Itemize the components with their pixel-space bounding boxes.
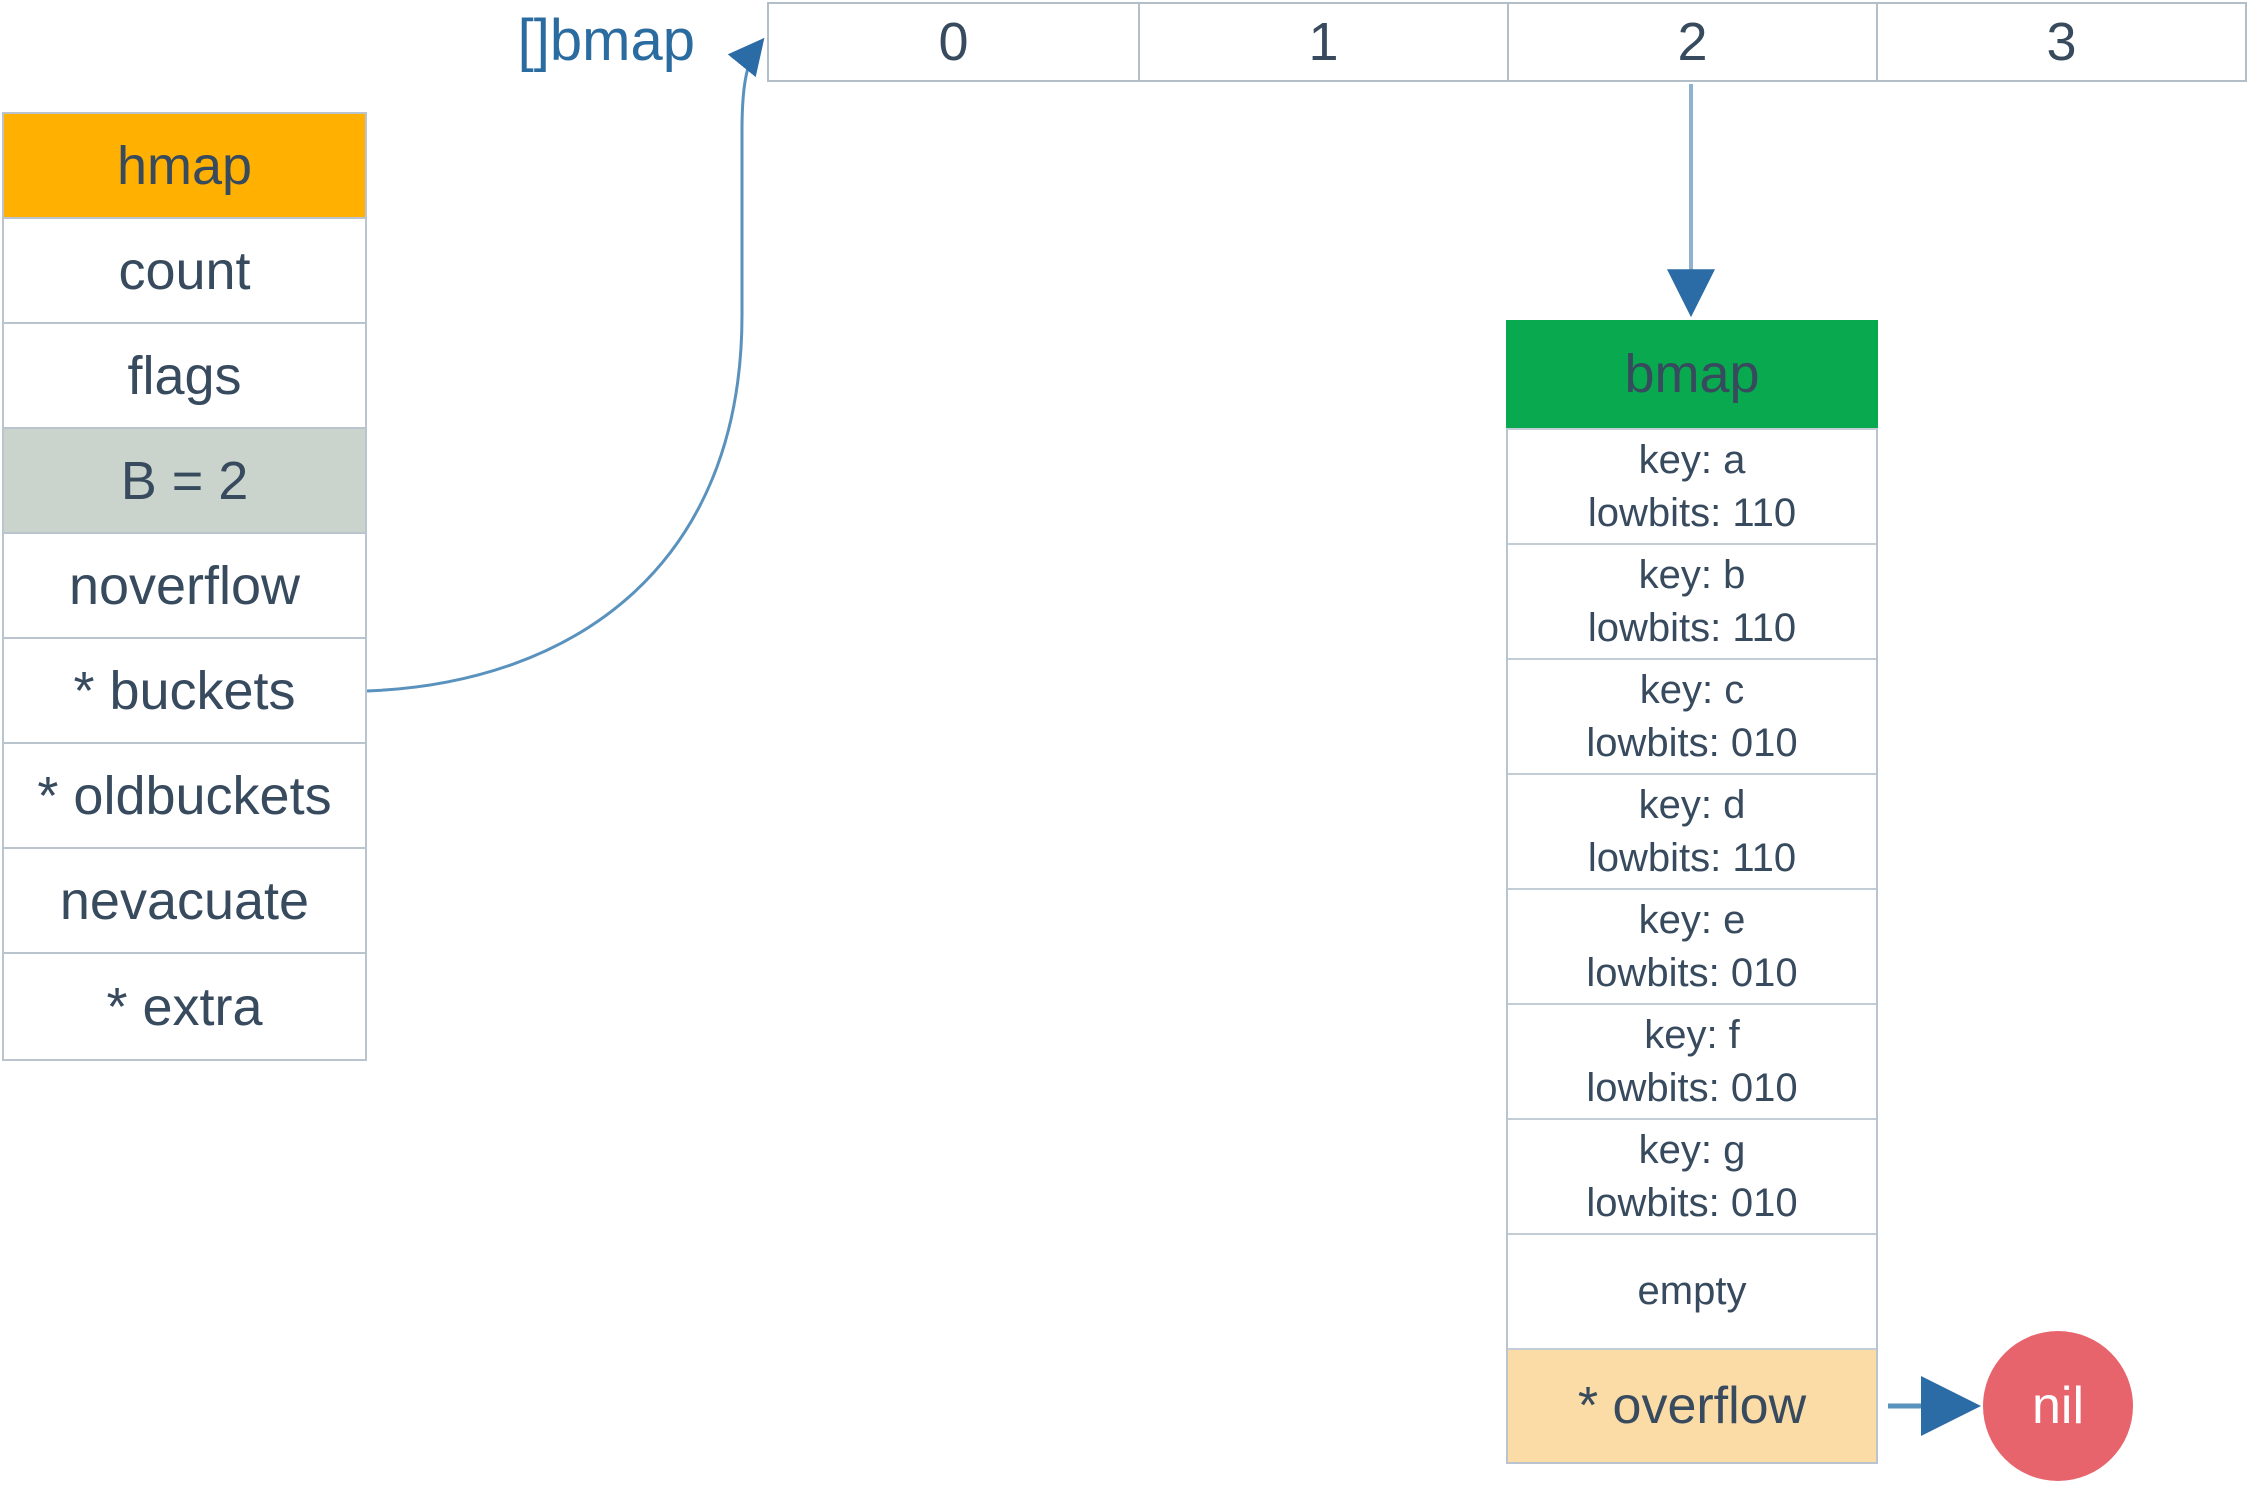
slot-lowbits: lowbits: 010 <box>1586 1180 1798 1225</box>
bucket-array-cell-3: 3 <box>1876 4 2245 80</box>
hmap-row-noverflow: noverflow <box>4 534 365 639</box>
slot-key: key: d <box>1638 782 1746 827</box>
slot-key: key: a <box>1638 437 1746 482</box>
slot-key: key: c <box>1639 667 1745 712</box>
slot-key: key: f <box>1644 1012 1740 1057</box>
hmap-row-nevacuate: nevacuate <box>4 849 365 954</box>
nil-node: nil <box>1983 1331 2133 1481</box>
bucket-array-cell-0: 0 <box>938 12 969 72</box>
bucket-array-cell-1: 1 <box>1138 4 1507 80</box>
slot-lowbits: lowbits: 010 <box>1586 720 1798 765</box>
hmap-row-oldbuckets: * oldbuckets <box>4 744 365 849</box>
hmap-row-buckets: * buckets <box>4 639 365 744</box>
slot-lowbits: lowbits: 010 <box>1586 950 1798 995</box>
bmap-header-row: bmap <box>1506 320 1878 430</box>
buckets-to-array-arrow <box>366 37 765 693</box>
bmap-struct-table: bmap key: a lowbits: 110 key: b lowbits:… <box>1506 320 1878 1464</box>
bucket-slot-g: key: g lowbits: 010 <box>1508 1120 1876 1235</box>
slot-lowbits: lowbits: 010 <box>1586 1065 1798 1110</box>
slot-lowbits: lowbits: 110 <box>1587 605 1797 650</box>
slot-lowbits: lowbits: 110 <box>1587 490 1797 535</box>
hmap-struct-table: hmap count flags B = 2 noverflow * bucke… <box>2 112 367 1061</box>
hmap-row-b: B = 2 <box>4 429 365 534</box>
hmap-header-row: hmap <box>4 114 365 219</box>
slot-key: empty <box>1637 1269 1747 1314</box>
bucket-array-label: []bmap <box>517 7 695 73</box>
slot-key: key: g <box>1638 1127 1746 1172</box>
hmap-row-flags: flags <box>4 324 365 429</box>
bucket-array-cell-2: 2 <box>1507 4 1876 80</box>
bucket-slot-a: key: a lowbits: 110 <box>1508 430 1876 545</box>
slot-lowbits: lowbits: 110 <box>1587 835 1797 880</box>
bucket-slot-c: key: c lowbits: 010 <box>1508 660 1876 775</box>
bucket-slot-e: key: e lowbits: 010 <box>1508 890 1876 1005</box>
bucket-slot-d: key: d lowbits: 110 <box>1508 775 1876 890</box>
bucket-array: 0 1 2 3 <box>767 2 2247 82</box>
bucket-slot-f: key: f lowbits: 010 <box>1508 1005 1876 1120</box>
hmap-row-extra: * extra <box>106 976 263 1037</box>
hmap-row-count: count <box>4 219 365 324</box>
bucket-slot-b: key: b lowbits: 110 <box>1508 545 1876 660</box>
slot-key: key: e <box>1638 897 1746 942</box>
slot-key: key: b <box>1638 552 1746 597</box>
overflow-pointer-row: * overflow <box>1508 1350 1876 1462</box>
bucket-slot-empty: empty <box>1508 1235 1876 1350</box>
